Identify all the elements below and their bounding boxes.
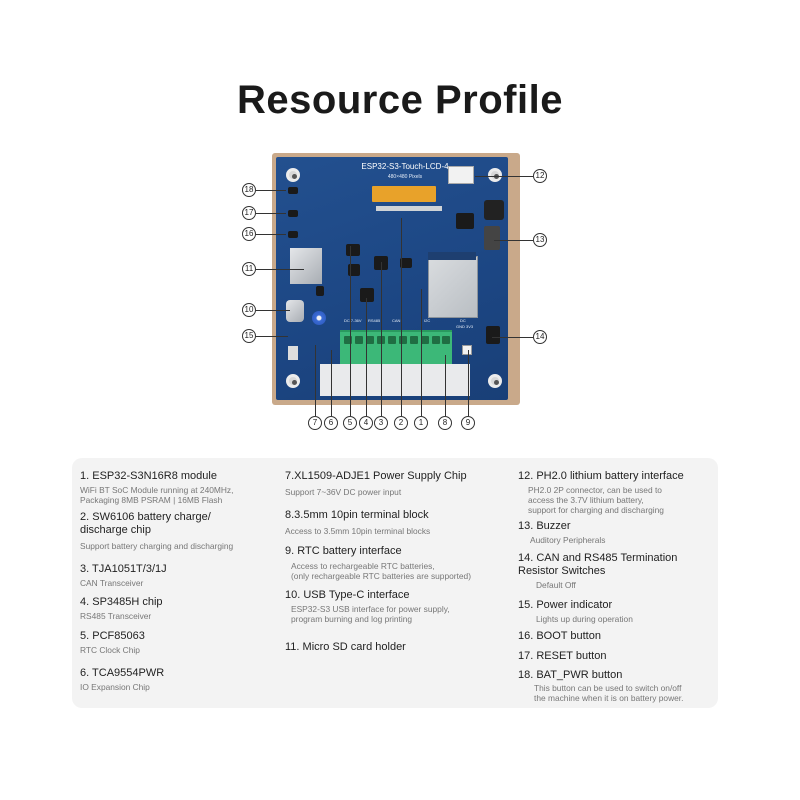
mounting-hole xyxy=(488,168,502,182)
callout-8: 8 xyxy=(438,416,452,430)
chip xyxy=(348,264,360,276)
rtc-battery-interface xyxy=(288,346,298,360)
list-item: 4. SP3485H chip RS485 Transceiver xyxy=(80,596,163,621)
list-item: 9. RTC battery interface Access to recha… xyxy=(285,545,472,581)
list-item: 2. SW6106 battery charge/ discharge chip… xyxy=(80,511,234,551)
termination-switch xyxy=(486,326,500,344)
callout-3: 3 xyxy=(374,416,388,430)
list-item: 7.XL1509-ADJE1 Power Supply Chip Support… xyxy=(285,470,467,497)
chip xyxy=(316,286,324,296)
board-subtitle: 480×480 Pixels xyxy=(387,174,423,180)
list-item: 16. BOOT button xyxy=(518,630,601,642)
callout-13: 13 xyxy=(533,233,547,247)
terminal-block xyxy=(340,330,452,364)
silk-label: DC 7-36V xyxy=(344,318,362,323)
callout-12: 12 xyxy=(533,169,547,183)
callout-5: 5 xyxy=(343,416,357,430)
rtc-connector xyxy=(462,345,472,355)
silk-label: GND 3V3 xyxy=(456,324,474,329)
capacitor xyxy=(312,311,326,325)
chip xyxy=(360,288,374,302)
list-item: 15. Power indicator Lights up during ope… xyxy=(518,599,633,624)
list-item: 6. TCA9554PWR IO Expansion Chip xyxy=(80,667,165,692)
usb-type-c xyxy=(286,300,304,322)
esp32-antenna xyxy=(428,252,476,260)
page-title: Resource Profile xyxy=(237,78,563,122)
callout-6: 6 xyxy=(324,416,338,430)
ffc-latch xyxy=(376,206,442,211)
callout-14: 14 xyxy=(533,330,547,344)
chip xyxy=(346,244,360,256)
list-item: 11. Micro SD card holder xyxy=(285,641,406,653)
callout-7: 7 xyxy=(308,416,322,430)
list-item: 18. BAT_PWR button This button can be us… xyxy=(518,669,684,703)
buzzer xyxy=(484,200,504,220)
buzzer-body xyxy=(484,226,500,250)
silk-label: CAN xyxy=(392,318,401,323)
list-item: 3. TJA1051T/3/1J CAN Transceiver xyxy=(80,563,167,588)
micro-sd-holder xyxy=(290,248,322,284)
callout-16: 16 xyxy=(242,227,256,241)
list-item: 17. RESET button xyxy=(518,650,607,662)
board-title: ESP32-S3-Touch-LCD-4 xyxy=(361,162,449,171)
chip xyxy=(456,213,474,229)
list-item: 8.3.5mm 10pin terminal block Access to 3… xyxy=(285,509,431,536)
list-item: 5. PCF85063 RTC Clock Chip xyxy=(80,630,145,655)
callout-11: 11 xyxy=(242,262,256,276)
silk-label: I2C xyxy=(424,318,431,323)
callout-9: 9 xyxy=(461,416,475,430)
mounting-hole xyxy=(488,374,502,388)
ffc-connector xyxy=(372,186,436,202)
silk-label: DC xyxy=(460,318,466,323)
mounting-hole xyxy=(286,374,300,388)
list-item: 10. USB Type-C interface ESP32-S3 USB in… xyxy=(285,589,450,624)
list-item: 1. ESP32-S3N16R8 module WiFi BT SoC Modu… xyxy=(80,470,234,505)
list-item: 13. Buzzer Auditory Peripherals xyxy=(518,520,606,545)
mounting-hole xyxy=(286,168,300,182)
callout-10: 10 xyxy=(242,303,256,317)
chip xyxy=(400,258,412,268)
list-item: 14. CAN and RS485 Termination Resistor S… xyxy=(518,552,678,590)
list-item: 12. PH2.0 lithium battery interface PH2.… xyxy=(518,470,684,515)
callout-17: 17 xyxy=(242,206,256,220)
reset-button xyxy=(288,210,298,217)
callout-2: 2 xyxy=(394,416,408,430)
callout-18: 18 xyxy=(242,183,256,197)
silk-label: RS485 xyxy=(368,318,381,323)
resource-list-panel xyxy=(72,458,718,708)
ph20-connector xyxy=(448,166,474,184)
bottom-strip xyxy=(320,364,470,396)
callout-1: 1 xyxy=(414,416,428,430)
bat-pwr-button xyxy=(288,187,298,194)
esp32-module xyxy=(428,256,478,318)
boot-button xyxy=(288,231,298,238)
callout-15: 15 xyxy=(242,329,256,343)
callout-4: 4 xyxy=(359,416,373,430)
